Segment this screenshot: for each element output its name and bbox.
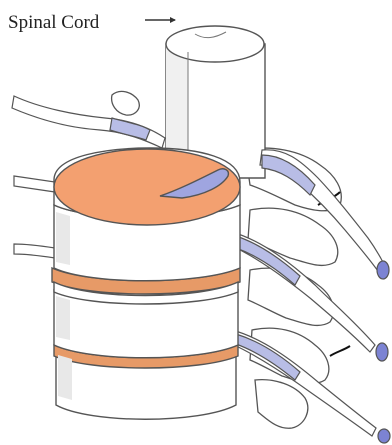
spinal-cord-label-arrow xyxy=(145,17,176,23)
vertebral-column xyxy=(52,148,240,419)
spinal-cord-label: Spinal Cord xyxy=(8,12,100,33)
column-shading xyxy=(56,212,72,400)
